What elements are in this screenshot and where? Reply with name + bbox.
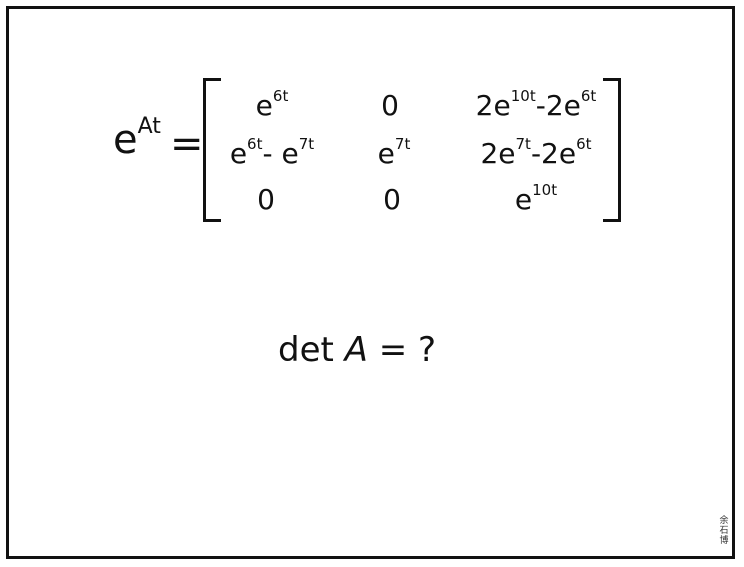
det-equals: = xyxy=(378,330,408,370)
matrix-cell-r1c2: 0 xyxy=(381,89,399,122)
matrix-cell-r3c1: 0 xyxy=(257,183,275,216)
matrix-cell-r2c1: e6t- e7t xyxy=(229,134,315,170)
determinant-question: det A = ? xyxy=(278,333,436,367)
lhs-exponential: eAt xyxy=(113,115,161,163)
signature-stamp: 余 石 博 xyxy=(719,516,729,546)
det-label: det xyxy=(278,330,334,370)
lhs-base: e xyxy=(113,117,138,163)
matrix-right-bracket xyxy=(603,78,621,222)
page-frame xyxy=(6,6,735,559)
matrix-cell-r3c2: 0 xyxy=(383,183,401,216)
lhs-exponent: At xyxy=(137,113,161,139)
matrix-cell-r2c3: 2e7t-2e6t xyxy=(480,134,592,170)
equals-sign: = xyxy=(170,121,204,167)
matrix-cell-r1c1: e6t xyxy=(255,86,289,122)
matrix-cell-r3c3: e10t xyxy=(514,180,558,216)
matrix-cell-r2c2: e7t xyxy=(377,134,411,170)
question-mark: ? xyxy=(418,330,437,370)
matrix-left-bracket xyxy=(203,78,221,222)
matrix-cell-r1c3: 2e10t-2e6t xyxy=(475,86,597,122)
matrix-name: A xyxy=(344,330,368,370)
